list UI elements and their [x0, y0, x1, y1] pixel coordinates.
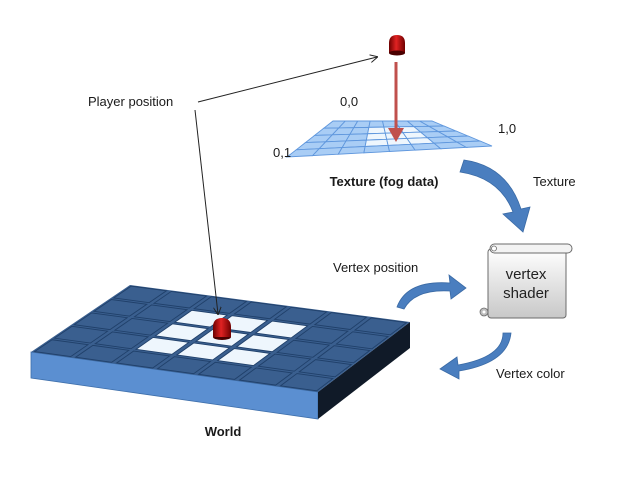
texture-fog-cell: [337, 146, 366, 155]
coord-0-1-label: 0,1: [273, 145, 291, 160]
world-lit-cell: [154, 323, 210, 342]
vertex-color-label: Vertex color: [496, 366, 565, 381]
world-lit-cell: [134, 336, 190, 355]
world-fog-cell: [353, 317, 408, 336]
world-fog-cell: [92, 299, 149, 317]
world-board: [30, 285, 410, 420]
world-fog-cell: [313, 312, 368, 330]
texture-fog-cell: [363, 144, 391, 154]
vertex-position-label: Vertex position: [333, 260, 418, 275]
world-fog-cell: [133, 304, 189, 323]
texture-lit-cell: [367, 126, 386, 135]
world-fog-cell: [335, 331, 390, 350]
world-fog-cell: [113, 317, 169, 336]
world-fog-cell: [257, 353, 312, 372]
world-fog-cell: [294, 325, 350, 344]
pointer-line-to-texture: [197, 57, 377, 103]
world-fog-cell: [115, 350, 171, 369]
world-fog-cell: [192, 296, 248, 314]
shader-label-line2: shader: [503, 285, 549, 302]
vertex-position-arrow: [396, 274, 467, 310]
coord-0-0-label: 0,0: [340, 94, 358, 109]
texture-fog-cell: [368, 120, 385, 128]
world-fog-cell: [238, 367, 294, 386]
world-fog-cell: [152, 290, 208, 309]
vertex-color-arrow: [439, 332, 512, 380]
world-fog-cell: [112, 285, 168, 304]
coord-1-0-label: 1,0: [498, 121, 516, 136]
player-position-label: Player position: [88, 94, 173, 109]
world-fog-cell: [33, 339, 90, 358]
world-fog-cell: [273, 306, 328, 325]
world-fog-cell: [197, 361, 253, 380]
world-fog-cell: [233, 301, 288, 320]
world-lit-cell: [216, 348, 272, 367]
world-lit-cell: [254, 320, 309, 339]
pointer-line-to-world: [194, 109, 218, 314]
texture-grid: [285, 120, 493, 158]
world-fog-cell: [74, 344, 130, 363]
world-fog-cell: [53, 325, 109, 344]
texture-fog-cell: [387, 143, 416, 152]
texture-caption: Texture (fog data): [330, 174, 439, 189]
world-fog-cell: [94, 331, 150, 350]
vertex-shader-scroll: vertex shader: [479, 243, 573, 319]
texture-player-marker: [389, 35, 405, 56]
world-player-marker: [213, 318, 231, 340]
world-fog-cell: [316, 345, 371, 364]
world-label: World: [205, 424, 242, 439]
world-grid: [33, 285, 408, 392]
shader-label-line1: vertex: [506, 266, 547, 283]
world-fog-cell: [72, 312, 129, 331]
world-lit-cell: [175, 342, 231, 361]
world-fog-cell: [156, 356, 212, 375]
texture-flow-label: Texture: [533, 174, 576, 189]
texture-fog-cell: [455, 140, 493, 148]
world-lit-cell: [235, 334, 291, 353]
world-side-face: [318, 322, 410, 419]
world-fog-cell: [298, 359, 353, 378]
world-fog-cell: [279, 373, 334, 392]
texture-flow-arrow: [459, 159, 531, 233]
projection-arrow: [388, 62, 404, 142]
world-fog-cell: [276, 339, 331, 358]
